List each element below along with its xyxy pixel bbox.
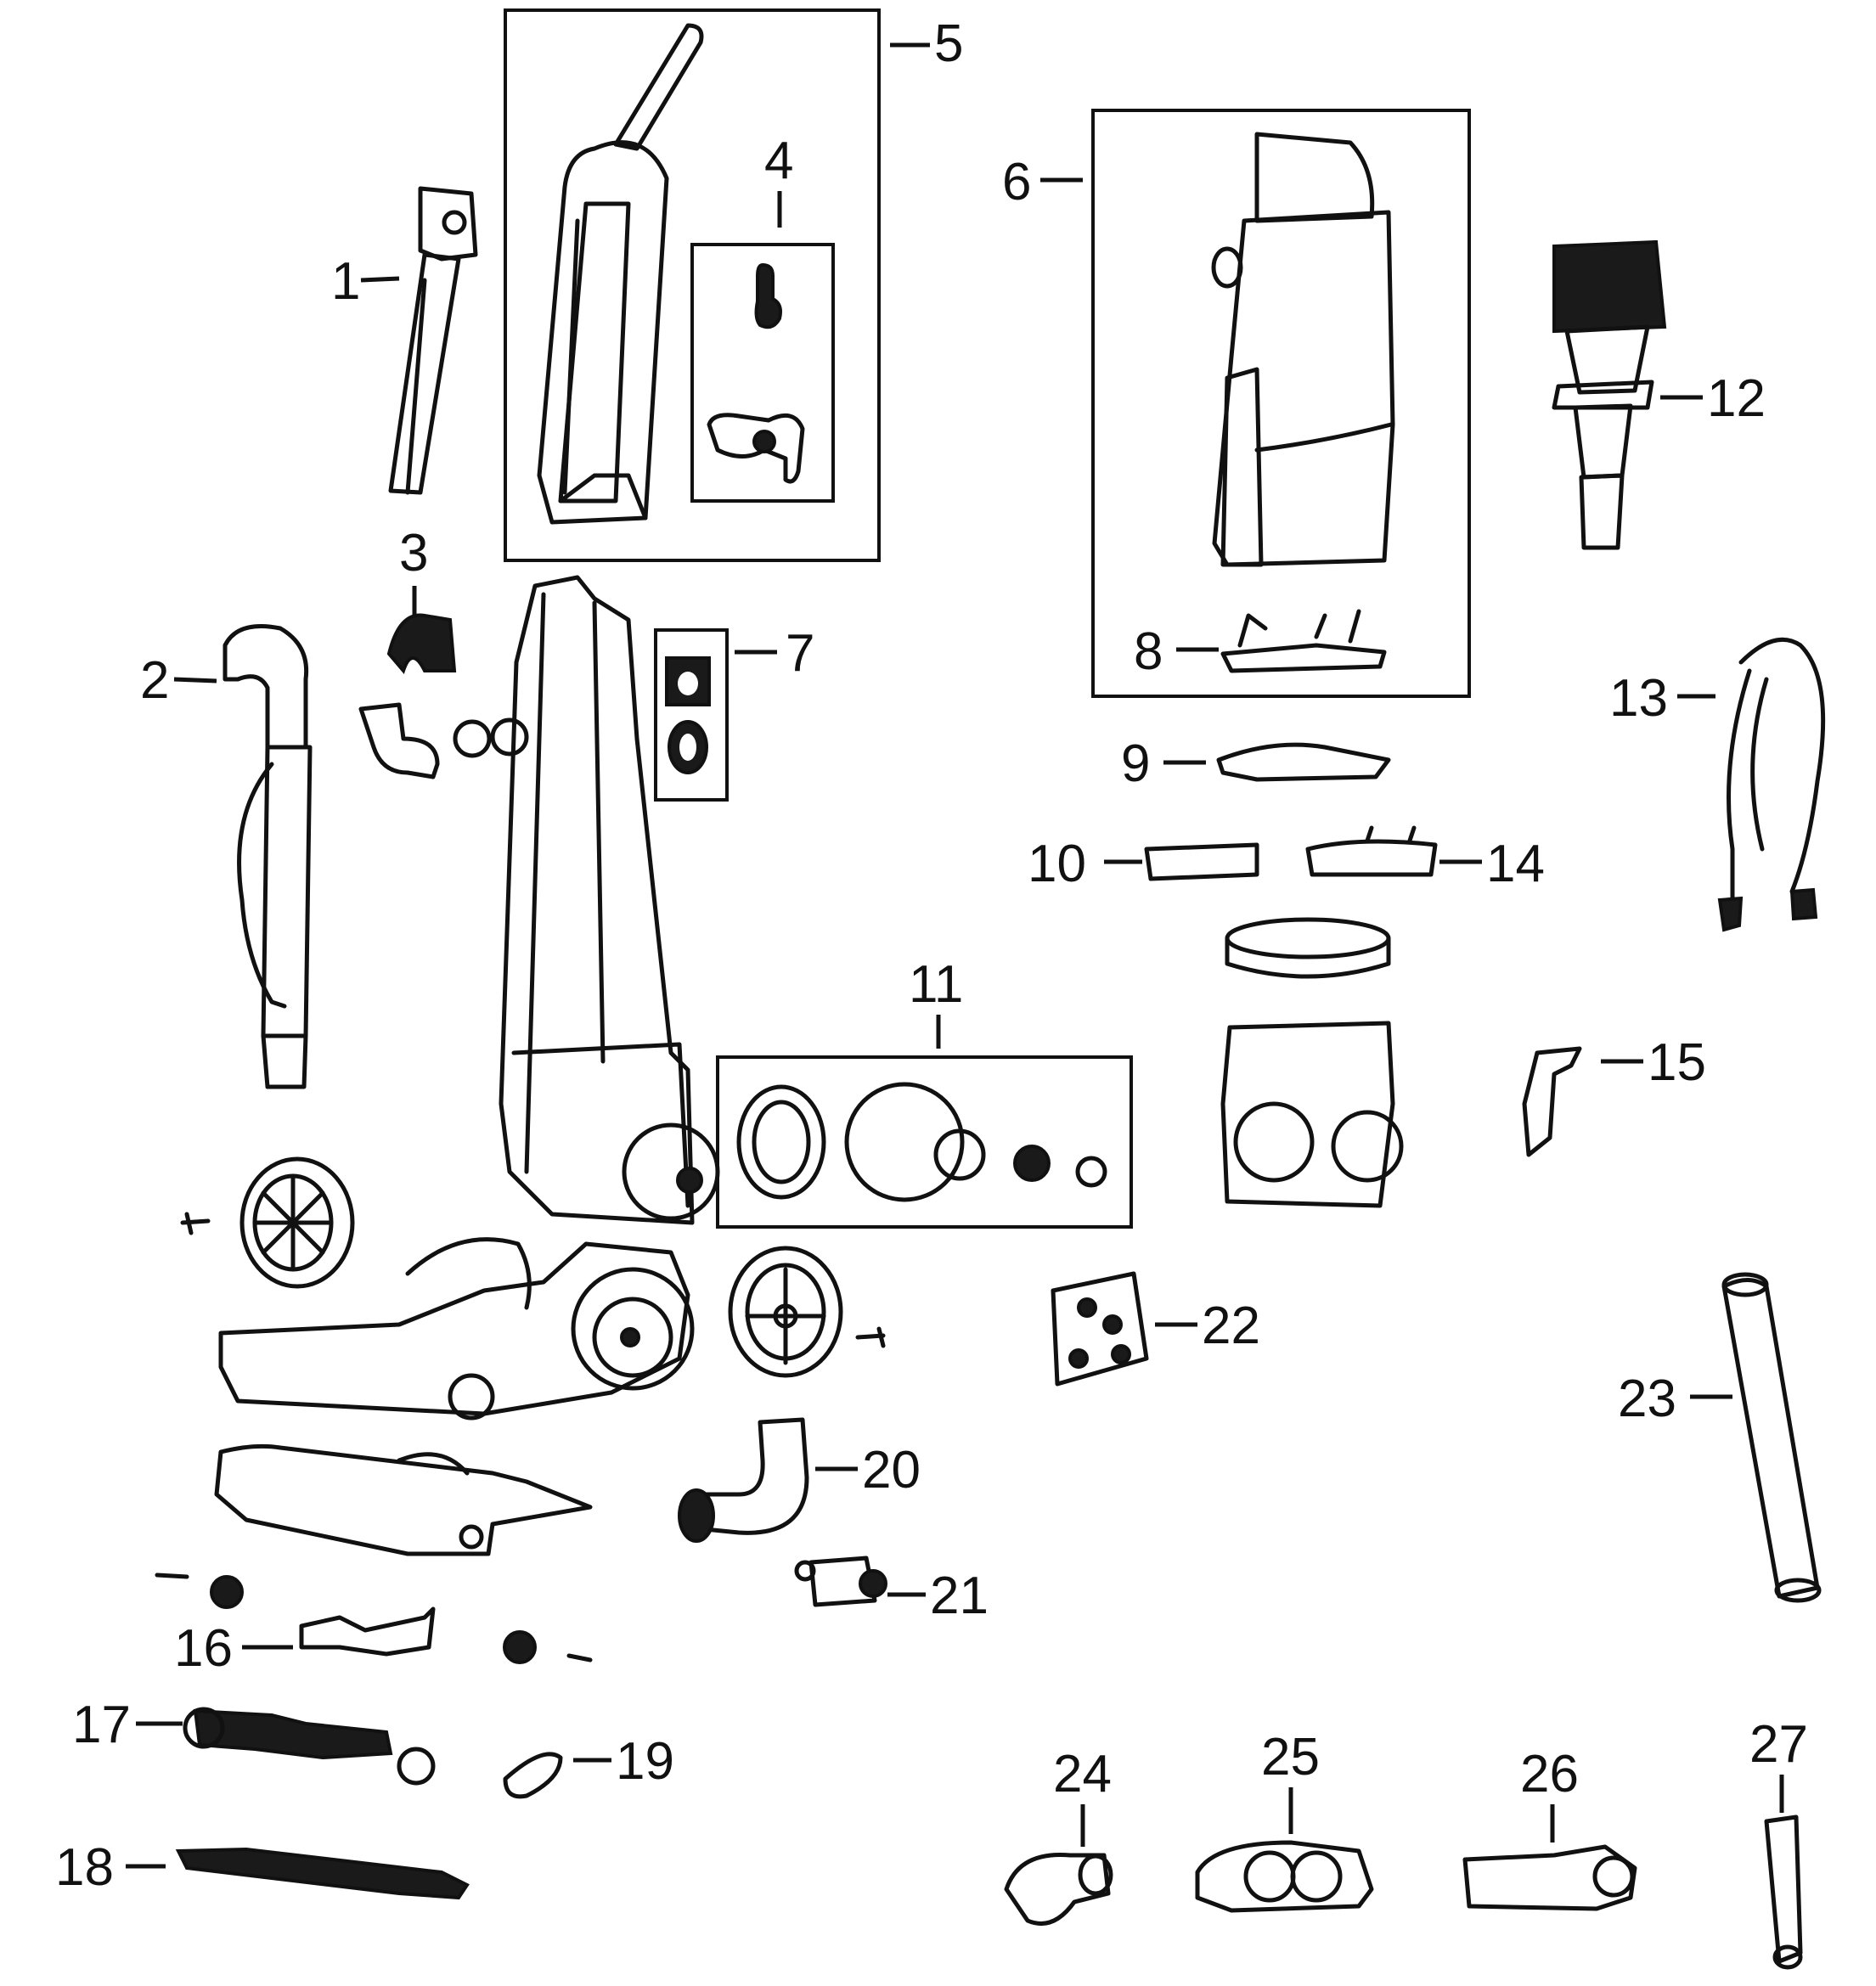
part-23-extension-wand [1721, 1272, 1822, 1603]
callout-11: 11 [909, 955, 963, 1014]
callout-23: 23 [1618, 1370, 1676, 1428]
part-21-switch [794, 1556, 887, 1607]
rear-wheel-left [180, 1156, 355, 1289]
group-box-7 [654, 628, 729, 802]
callout-20: 20 [862, 1441, 921, 1499]
part-18-bottom-plate [175, 1847, 470, 1900]
group-box-4 [690, 243, 835, 503]
part-19-belt [503, 1752, 563, 1799]
part-24-dusting-brush [1004, 1853, 1113, 1926]
part-14-filter-cup [1305, 825, 1438, 877]
callout-16: 16 [174, 1619, 233, 1678]
part-20-elbow [678, 1417, 809, 1543]
rear-wheel-right [728, 1246, 886, 1378]
callout-19: 19 [616, 1732, 674, 1791]
callout-17: 17 [72, 1696, 131, 1754]
callout-26: 26 [1520, 1745, 1579, 1803]
part-25-turbo-brush [1195, 1840, 1374, 1913]
callout-9: 9 [1121, 734, 1150, 793]
part-22-circuit-board [1051, 1271, 1149, 1387]
part-6-dirt-cup [1211, 132, 1395, 567]
callout-21: 21 [930, 1567, 989, 1625]
callout-1: 1 [331, 252, 360, 311]
part-7-mount-plate [665, 656, 711, 774]
callout-13: 13 [1609, 669, 1668, 728]
part-9-filter-lid [1216, 742, 1391, 782]
callout-14: 14 [1486, 835, 1545, 893]
callout-24: 24 [1053, 1745, 1112, 1803]
callout-10: 10 [1028, 835, 1086, 893]
part-8-filter-frame [1220, 609, 1387, 673]
callout-7: 7 [786, 624, 814, 683]
callout-2: 2 [140, 651, 169, 710]
group-box-11 [716, 1055, 1133, 1229]
part-15-latch [1522, 1046, 1582, 1157]
leader-lines [126, 42, 1784, 1869]
callout-8: 8 [1134, 622, 1163, 681]
callout-25: 25 [1261, 1728, 1320, 1786]
group-box-5 [504, 8, 881, 562]
part-5-upper-handle [537, 23, 704, 525]
part-11-motor-parts [736, 1082, 1107, 1202]
part-26-upholstery-tool [1462, 1844, 1637, 1911]
callout-22: 22 [1202, 1297, 1260, 1355]
part-13-power-cord [1717, 637, 1826, 932]
part-17-brushroll [183, 1707, 436, 1786]
part-3-hook-elbow [358, 613, 529, 779]
callout-6: 6 [1002, 153, 1031, 211]
callout-15: 15 [1648, 1033, 1706, 1092]
callout-labels: 1 2 3 4 5 6 7 8 9 10 11 12 13 14 15 16 1… [55, 14, 1808, 1897]
base-housing [218, 1237, 695, 1421]
part-27-crevice-tool [1764, 1814, 1803, 1970]
part-2-hose [223, 624, 313, 1089]
upright-body [499, 575, 720, 1225]
part-1-handle-tube [388, 186, 478, 495]
part-10-filter [1144, 842, 1259, 881]
part-16-brushroll-parts [155, 1572, 593, 1664]
cyclone-assembly [1220, 917, 1404, 1208]
part-4-hooks [707, 262, 805, 484]
callout-3: 3 [399, 524, 428, 582]
base-bottom-plate [214, 1443, 593, 1556]
callout-12: 12 [1707, 369, 1766, 428]
part-12-nozzle [1552, 239, 1667, 550]
group-box-6 [1091, 109, 1471, 698]
callout-5: 5 [934, 14, 963, 73]
callout-18: 18 [55, 1838, 114, 1897]
callout-4: 4 [764, 132, 793, 190]
callout-27: 27 [1749, 1715, 1808, 1774]
